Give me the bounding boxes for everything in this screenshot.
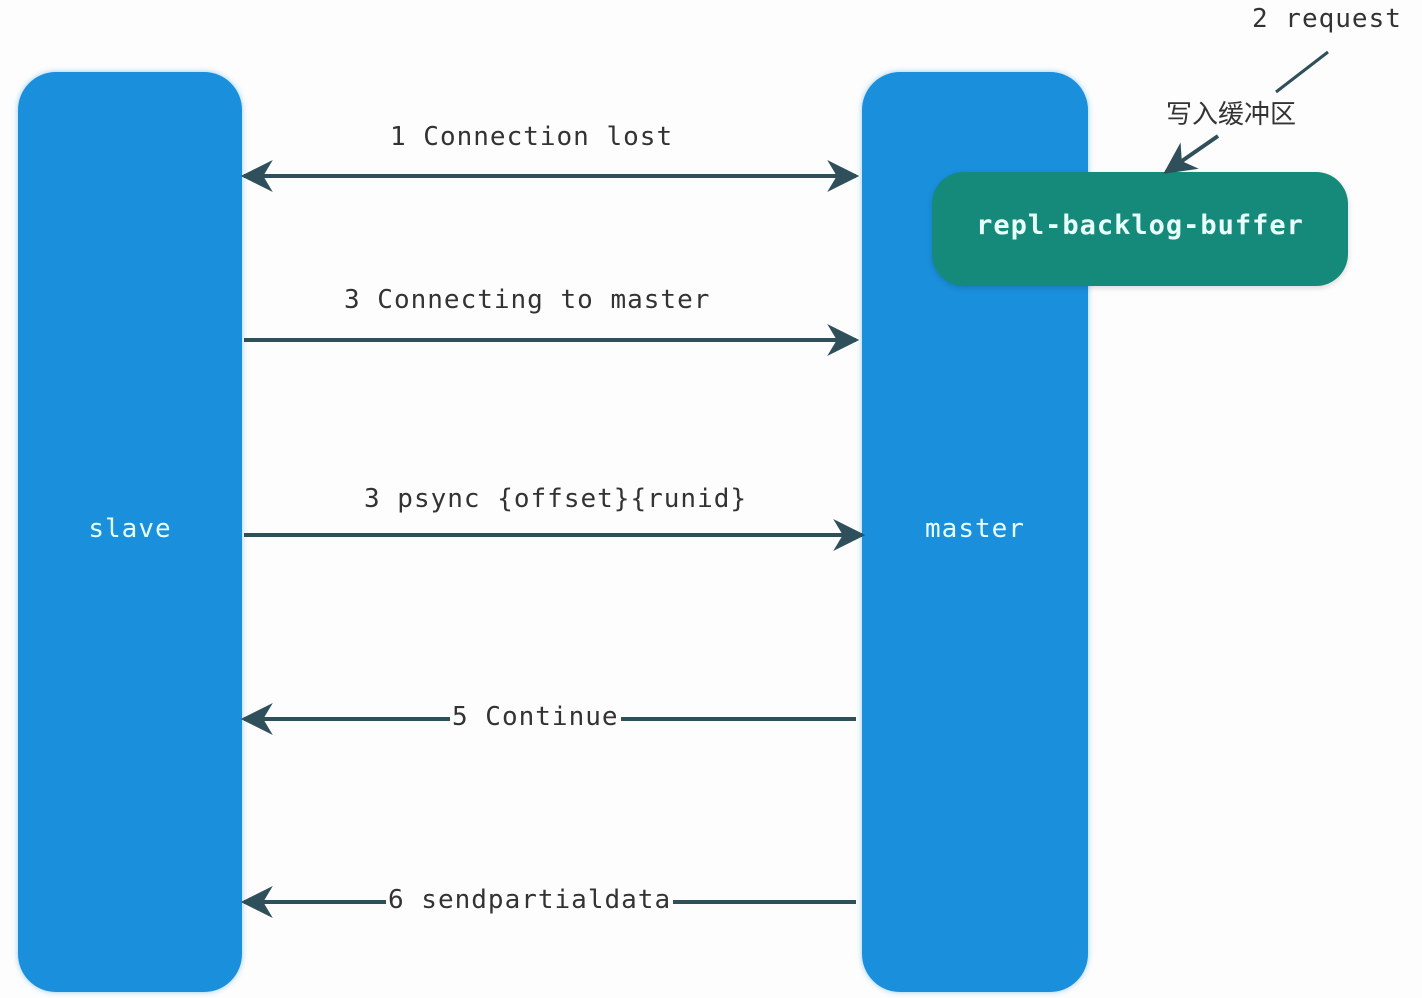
buffer-label: repl-backlog-buffer	[976, 210, 1304, 241]
arrow-write-buffer	[1163, 134, 1220, 174]
note-write-buffer: 写入缓冲区	[1166, 100, 1297, 130]
slave-label: slave	[88, 514, 172, 544]
message-continue: 5 Continue	[450, 702, 621, 732]
message-connection-lost: 1 Connection lost	[388, 122, 676, 152]
message-psync: 3 psync {offset}{runid}	[362, 484, 750, 514]
master-label: master	[925, 514, 1025, 544]
message-connecting-to-master: 3 Connecting to master	[342, 285, 713, 315]
repl-backlog-buffer-box: repl-backlog-buffer	[932, 172, 1348, 286]
note-request-leader	[1275, 50, 1329, 94]
slave-node: slave	[18, 72, 242, 992]
message-sendpartialdata: 6 sendpartialdata	[386, 885, 674, 915]
note-request: 2 request	[1252, 4, 1402, 34]
